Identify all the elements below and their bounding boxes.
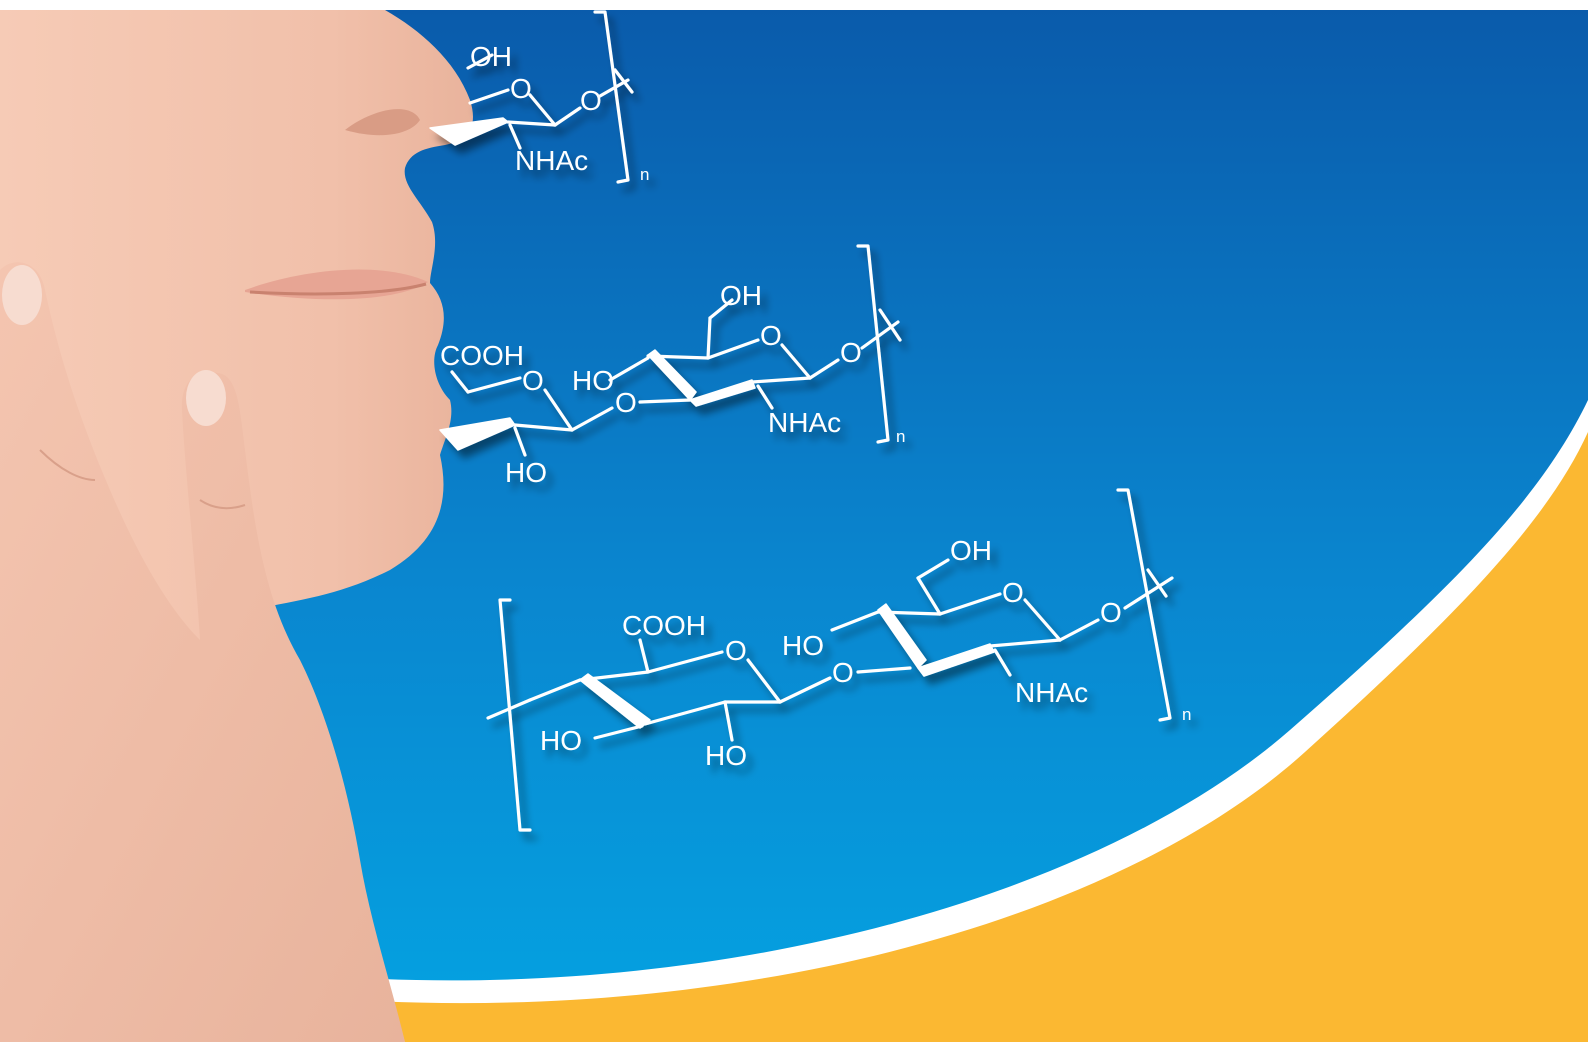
orange-swoosh: [0, 432, 1588, 1042]
label-o-link-2: O: [840, 337, 862, 368]
nose-shadow: [345, 109, 420, 136]
label-oh: OH: [720, 280, 762, 311]
label-o-ring-1: O: [725, 635, 747, 666]
label-ho-left: HO: [540, 725, 582, 756]
label-repeat-n: n: [1182, 705, 1191, 724]
molecule-bottom: COOH O HO HO O HO OH O NHAc O n: [486, 488, 1191, 832]
label-repeat-n: n: [896, 427, 905, 446]
label-nhac: NHAc: [515, 145, 588, 176]
label-cooh: COOH: [440, 340, 524, 371]
label-o-link-1: O: [832, 657, 854, 688]
label-nhac: NHAc: [768, 407, 841, 438]
label-ho-bottom: HO: [505, 457, 547, 488]
label-o-ring-2: O: [1002, 577, 1024, 608]
label-ho-mid: HO: [782, 630, 824, 661]
label-cooh: COOH: [622, 610, 706, 641]
fingernail-2: [186, 370, 226, 426]
label-o-ring-1: O: [522, 365, 544, 396]
label-o-link-2: O: [1100, 597, 1122, 628]
knuckle-line: [39, 449, 96, 481]
label-ho-bottom: HO: [705, 740, 747, 771]
label-o-link-1: O: [615, 387, 637, 418]
label-ho-left: HO: [572, 365, 614, 396]
knuckle-line-2: [199, 499, 246, 510]
lip-line: [249, 282, 427, 296]
molecule-middle: COOH O HO O HO OH O NHAc O n: [439, 244, 905, 488]
label-nhac: NHAc: [1015, 677, 1088, 708]
label-oh: OH: [470, 41, 512, 72]
label-o-ring-2: O: [760, 320, 782, 351]
molecule-top: OH O O NHAc n: [429, 10, 649, 184]
label-o-ring: O: [510, 73, 532, 104]
fingernail-1: [2, 265, 42, 325]
hand: [0, 262, 405, 1042]
label-repeat-n: n: [640, 165, 649, 184]
label-oh: OH: [950, 535, 992, 566]
label-o-link: O: [580, 85, 602, 116]
